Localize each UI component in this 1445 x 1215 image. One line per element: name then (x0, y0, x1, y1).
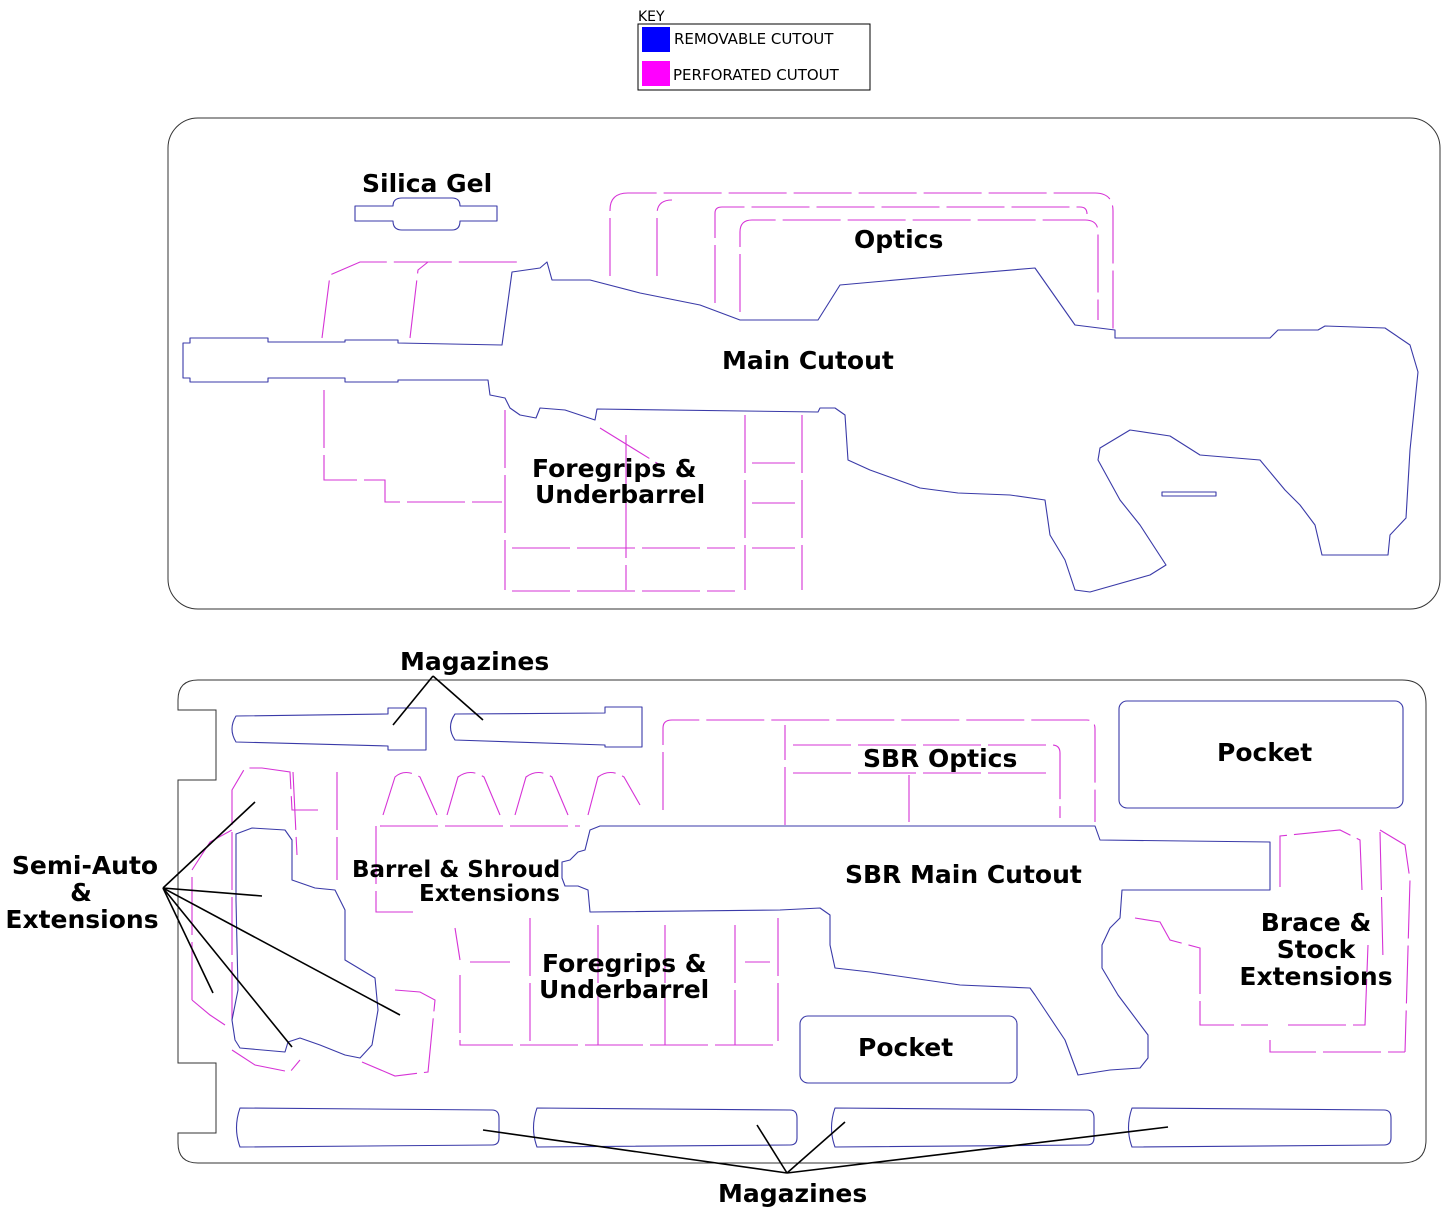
barrel-shroud-perforations (375, 771, 641, 913)
pocket-right-cutout (1118, 700, 1404, 809)
optics-label: Optics (854, 225, 943, 254)
legend-box (637, 23, 871, 91)
magazine-cutout-top-left (231, 707, 427, 751)
sbr-foregrips-perforations (454, 918, 779, 1046)
brace-stock-label-line2: Stock (1277, 935, 1357, 964)
silica-gel-label: Silica Gel (362, 169, 492, 198)
magazines-bottom-label: Magazines (718, 1179, 867, 1208)
semi-auto-label-line2: & (70, 878, 92, 907)
legend-swatch-removable (642, 27, 670, 52)
optics-perforations (609, 192, 1114, 330)
leader-lines (162, 675, 1169, 1174)
brace-stock-perforations (1134, 829, 1411, 1053)
silica-gel-cutout (354, 197, 498, 231)
main-cutout-label: Main Cutout (722, 346, 894, 375)
pocket-center-label: Pocket (858, 1033, 953, 1062)
barrel-area-perforations (321, 261, 520, 503)
legend: KEY REMOVABLE CUTOUT PERFORATED CUTOUT (637, 9, 871, 91)
magazine-cutout-bottom-2 (532, 1107, 798, 1148)
magazine-cutout-top-right (449, 706, 643, 748)
foregrips-label-line1: Foregrips & (532, 454, 697, 483)
magazine-cutout-bottom-1 (235, 1107, 500, 1148)
legend-label-perforated: PERFORATED CUTOUT (673, 66, 840, 84)
semi-auto-perforations (191, 767, 436, 1077)
magazine-cutout-bottom-4 (1127, 1107, 1392, 1148)
top-foam-panel: Silica Gel Optics Main Cutout Foregrips … (167, 117, 1441, 610)
pocket-right-label: Pocket (1217, 738, 1312, 767)
magazines-top-label: Magazines (400, 647, 549, 676)
foregrips-label-line2: Underbarrel (535, 480, 705, 509)
sbr-foregrips-label-line2: Underbarrel (539, 975, 709, 1004)
legend-swatch-perforated (642, 61, 670, 86)
semi-auto-pistol-cutout (231, 827, 379, 1059)
main-rifle-cutout (182, 261, 1419, 593)
ejection-slot-cutout (1161, 491, 1217, 497)
brace-stock-label-line1: Brace & (1261, 908, 1372, 937)
magazine-cutout-bottom-3 (830, 1107, 1095, 1148)
bottom-panel-outline (177, 679, 1427, 1164)
foregrips-perforations (504, 410, 803, 592)
legend-label-removable: REMOVABLE CUTOUT (674, 30, 834, 48)
sbr-main-cutout (561, 825, 1271, 1076)
semi-auto-label-line3: Extensions (5, 905, 158, 934)
brace-stock-label-line3: Extensions (1239, 962, 1392, 991)
sbr-optics-label: SBR Optics (863, 744, 1017, 773)
sbr-optics-perforations (662, 719, 1096, 825)
legend-title: KEY (638, 9, 665, 25)
barrel-shroud-label-line1: Barrel & Shroud (352, 857, 560, 883)
pocket-center-cutout (799, 1015, 1018, 1084)
bottom-foam-panel: Magazines SBR Optics Pocket Semi-Auto & … (5, 647, 1427, 1208)
semi-auto-label-line1: Semi-Auto (12, 851, 158, 880)
sbr-main-cutout-label: SBR Main Cutout (845, 860, 1082, 889)
top-panel-outline (167, 117, 1441, 610)
sbr-foregrips-label-line1: Foregrips & (542, 949, 707, 978)
barrel-shroud-label-line2: Extensions (419, 881, 560, 907)
